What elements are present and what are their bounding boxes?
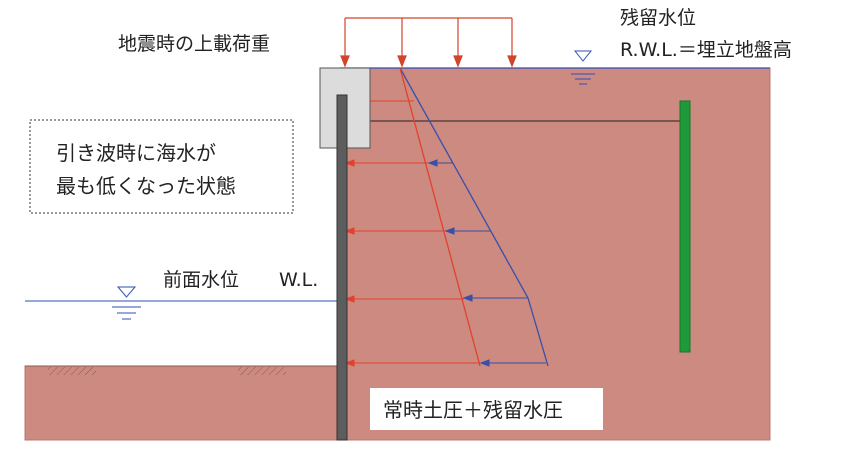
backfill-soil bbox=[339, 67, 771, 441]
sheet-pile-wall bbox=[336, 94, 348, 441]
condition-callout-box bbox=[29, 119, 294, 214]
surcharge-label: 地震時の上載荷重 bbox=[118, 33, 270, 55]
pressure-caption-box bbox=[370, 388, 603, 430]
earth-pressure-arrows bbox=[344, 97, 480, 367]
front-water-level-marker bbox=[112, 286, 141, 320]
anchor-wall bbox=[679, 100, 691, 353]
seabed-hatch-right bbox=[238, 367, 286, 375]
seabed-soil bbox=[24, 365, 344, 441]
seabed-hatch-left bbox=[48, 367, 96, 375]
condition-line-2: 最も低くなった状態 bbox=[56, 174, 236, 198]
rwl-definition-label: R.W.L.＝埋立地盤高 bbox=[620, 39, 792, 61]
condition-line-1: 引き波時に海水が bbox=[56, 141, 216, 165]
water-pressure-arrows bbox=[427, 159, 546, 367]
inverted-triangle-icon bbox=[116, 286, 137, 298]
earth-pressure-line bbox=[399, 67, 481, 367]
front-water-level-label: 前面水位 bbox=[163, 269, 239, 291]
inverted-triangle-icon bbox=[573, 50, 593, 62]
pressure-caption: 常時土圧＋残留水圧 bbox=[383, 398, 563, 422]
front-water-level-abbr: W.L. bbox=[279, 269, 318, 291]
residual-water-level-marker bbox=[571, 50, 595, 85]
surcharge-arrows bbox=[340, 17, 517, 68]
residual-water-level-label: 残留水位 bbox=[620, 7, 696, 29]
